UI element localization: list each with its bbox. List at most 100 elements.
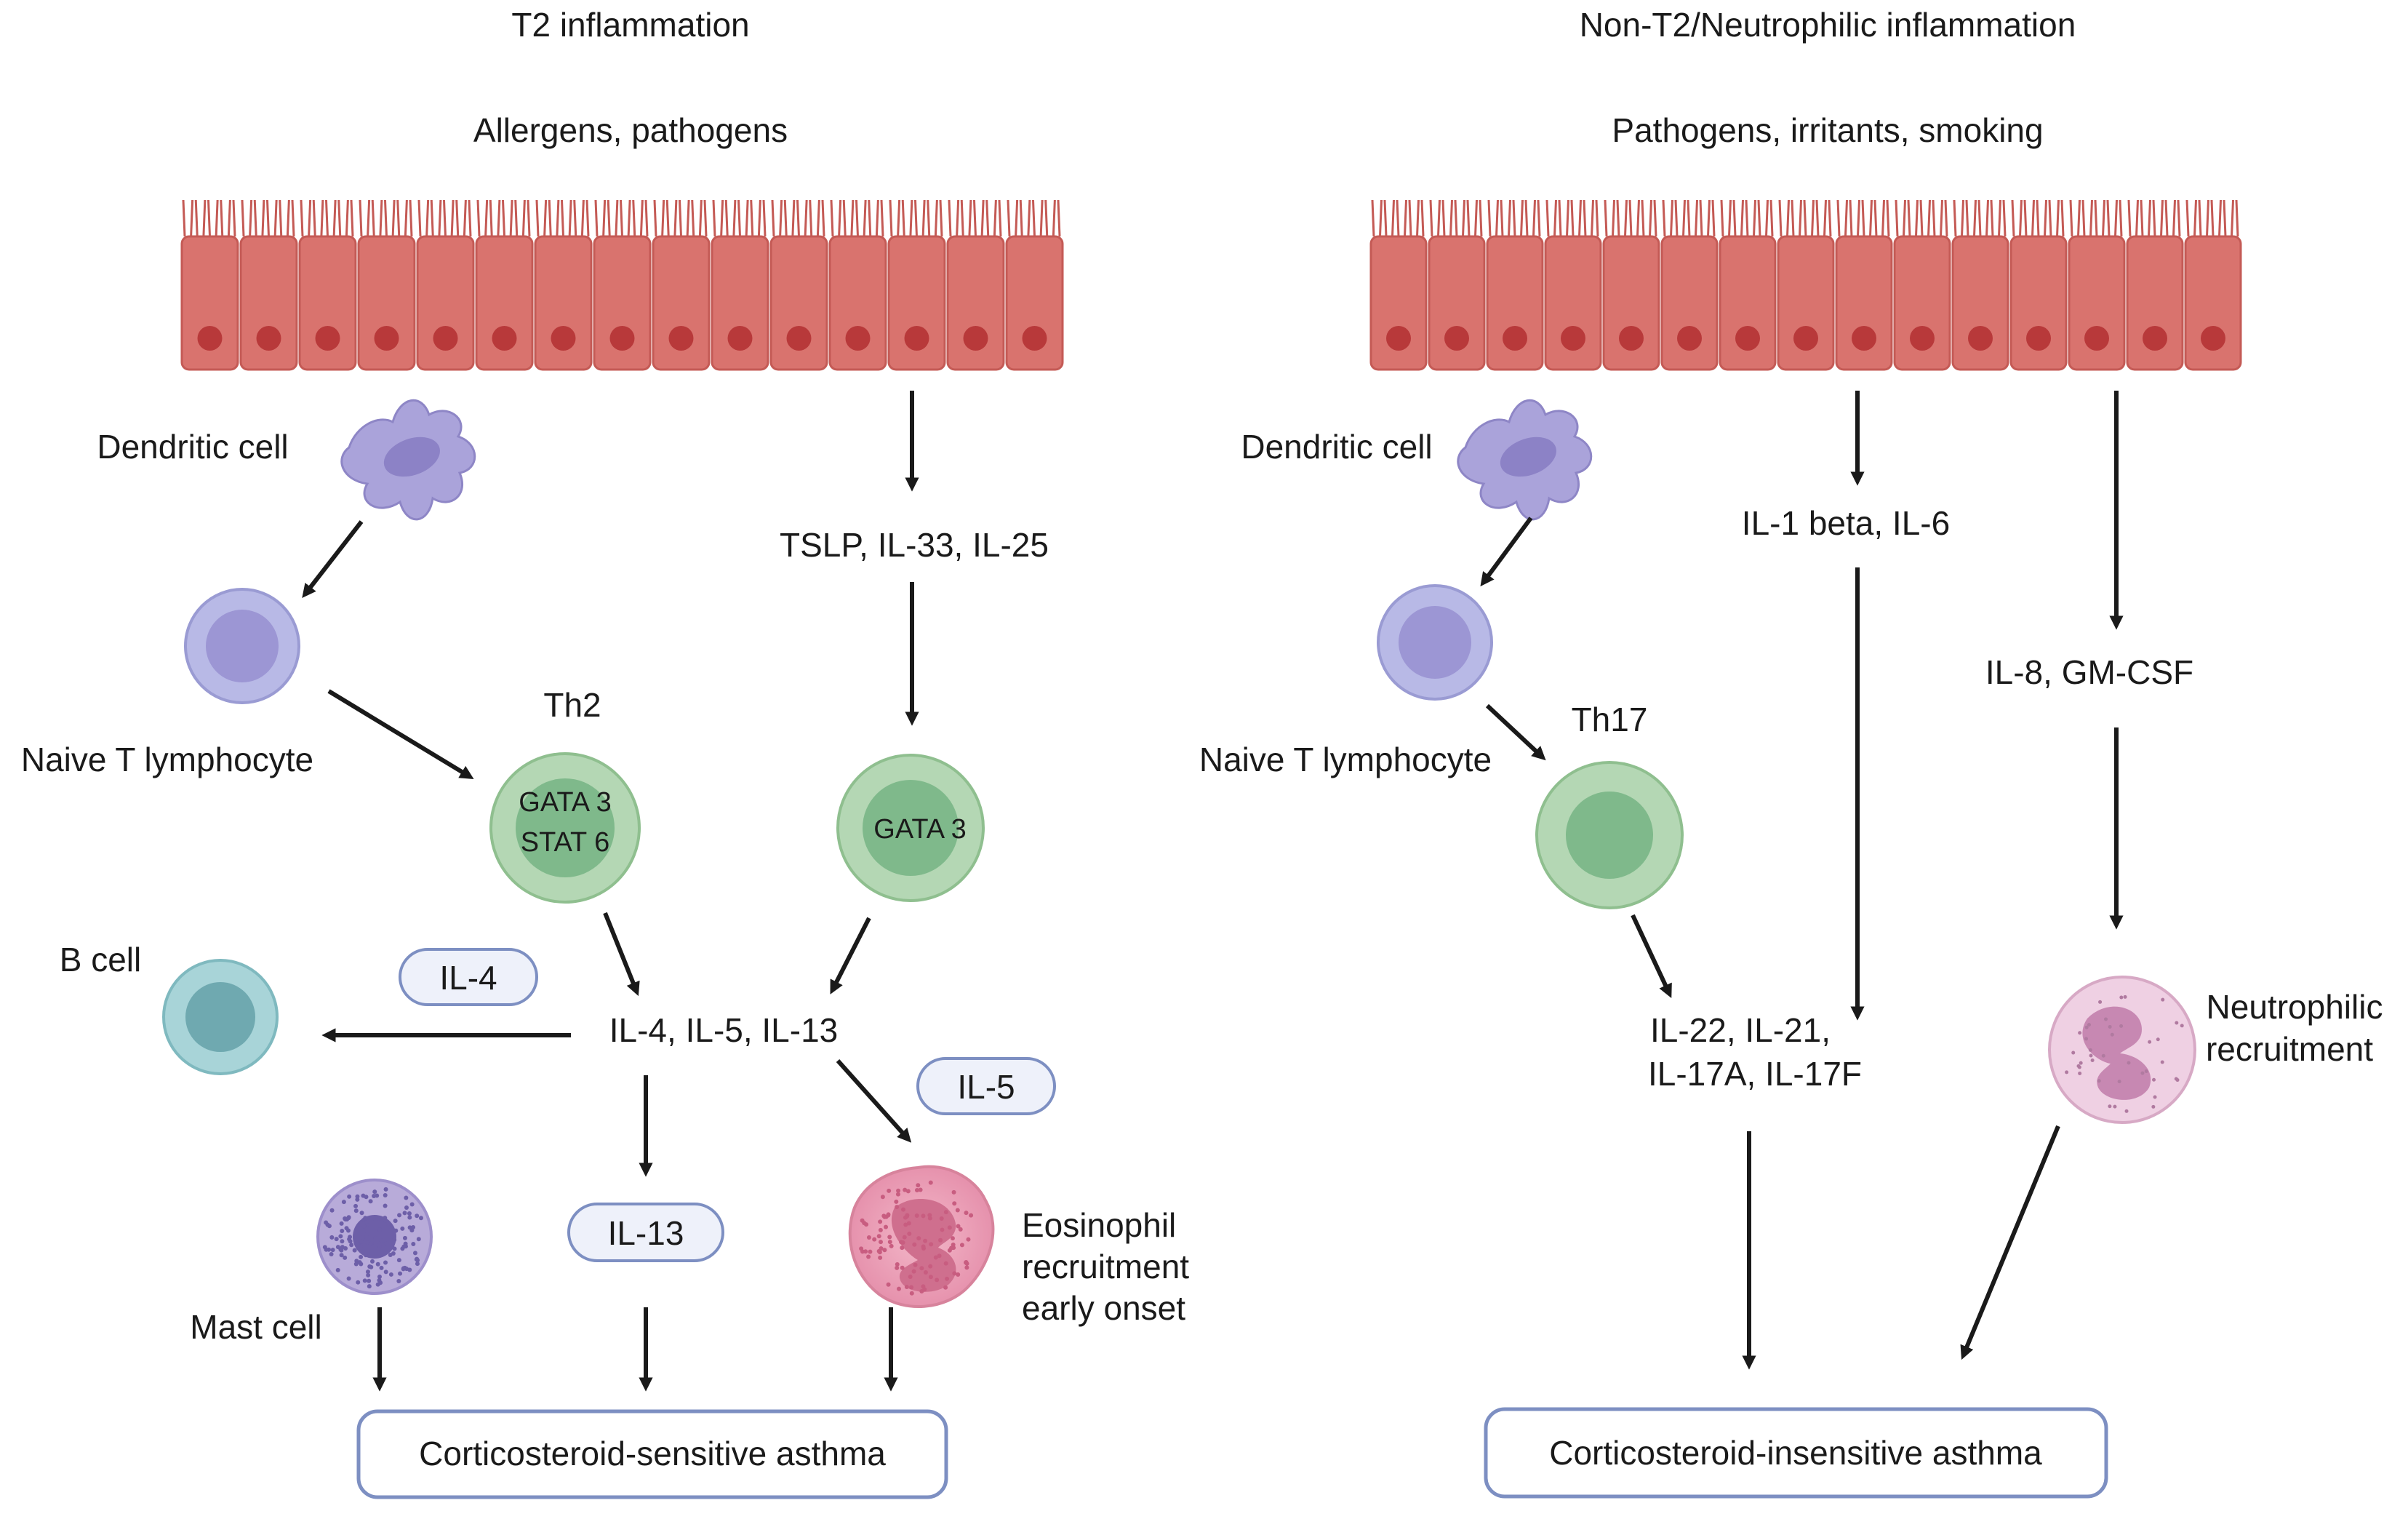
epithelial-cell xyxy=(593,235,652,371)
granule xyxy=(2180,1024,2184,1028)
granule xyxy=(876,1234,881,1239)
granule xyxy=(335,1267,340,1272)
epithelial-cell xyxy=(1835,235,1893,371)
epithelial-cell xyxy=(2126,235,2184,371)
granule xyxy=(2124,1109,2129,1113)
granule xyxy=(909,1291,914,1296)
epithelial-cell xyxy=(1602,235,1660,371)
th2-cell xyxy=(489,752,641,904)
cilium xyxy=(1707,199,1711,237)
epithelial-nucleus xyxy=(492,326,517,351)
epithelium-left xyxy=(180,199,1064,371)
cilium xyxy=(409,199,413,237)
cilium xyxy=(194,199,199,237)
granule xyxy=(411,1224,416,1229)
granule xyxy=(909,1285,914,1290)
cilium xyxy=(1836,199,1841,237)
granule xyxy=(879,1246,884,1251)
cilium xyxy=(2102,199,2105,237)
granule xyxy=(952,1271,957,1276)
cilium xyxy=(1466,199,1471,237)
arrow-dc-to-naive-left xyxy=(302,520,364,599)
granule xyxy=(357,1260,362,1265)
cilium xyxy=(1408,199,1412,237)
cilium xyxy=(724,199,729,237)
cilium xyxy=(779,199,783,237)
granule xyxy=(878,1227,883,1232)
cilium xyxy=(2235,199,2239,237)
epithelial-cell xyxy=(1428,235,1486,371)
cilium xyxy=(1624,199,1628,237)
granule xyxy=(908,1274,913,1279)
cilium xyxy=(1977,199,1982,237)
cilium xyxy=(1653,199,1657,237)
cilium xyxy=(2077,199,2081,237)
epithelial-cell xyxy=(1719,235,1777,371)
epithelial-cell xyxy=(887,235,946,371)
granule xyxy=(2077,1065,2081,1069)
cilium xyxy=(367,199,371,237)
granule xyxy=(907,1231,912,1236)
cilium xyxy=(2081,199,2086,237)
cilium xyxy=(1881,199,1885,237)
epithelial-nucleus xyxy=(609,326,635,351)
naive-t-cell-right xyxy=(1377,584,1493,701)
granule xyxy=(2097,1079,2101,1083)
granule xyxy=(400,1226,405,1231)
cilium xyxy=(1811,199,1815,237)
granule xyxy=(377,1277,382,1283)
granule xyxy=(904,1285,909,1290)
granule xyxy=(878,1255,883,1260)
granule xyxy=(959,1243,964,1248)
granule xyxy=(887,1188,892,1193)
granule xyxy=(905,1213,910,1218)
arrow-neutrophil-to-outcome xyxy=(1960,1125,2060,1360)
granule xyxy=(2144,1069,2148,1073)
granule xyxy=(359,1211,364,1216)
granule xyxy=(393,1219,398,1224)
granule xyxy=(880,1195,885,1200)
cilium xyxy=(1695,199,1698,237)
il13-badge: IL-13 xyxy=(567,1203,724,1262)
granule xyxy=(355,1197,360,1202)
cilium xyxy=(337,199,342,237)
cilium xyxy=(1907,199,1911,237)
cilium xyxy=(691,199,695,237)
il8-gmcsf-label: IL-8, GM-CSF xyxy=(1985,653,2193,691)
epithelial-nucleus xyxy=(1444,326,1469,351)
granule xyxy=(895,1265,900,1270)
cilium xyxy=(1396,199,1400,237)
granule xyxy=(900,1265,905,1270)
granule xyxy=(964,1259,969,1264)
ilc2-tf-gata3: GATA 3 xyxy=(873,814,966,845)
granule xyxy=(2090,1058,2095,1063)
cilium xyxy=(2036,199,2040,237)
cilium xyxy=(1844,199,1848,237)
naive-t-cell-left xyxy=(184,588,300,704)
granule xyxy=(969,1213,974,1218)
granule xyxy=(912,1242,917,1247)
dendritic-cell-right xyxy=(1457,399,1593,521)
granule xyxy=(2065,1070,2069,1075)
cilium xyxy=(273,199,278,237)
epithelial-nucleus xyxy=(315,326,340,351)
cilium xyxy=(737,199,741,237)
cilium xyxy=(745,199,749,237)
cilium xyxy=(1578,199,1582,237)
il1-il6-label: IL-1 beta, IL-6 xyxy=(1742,504,1950,542)
cilium xyxy=(1454,199,1458,237)
epithelial-cell xyxy=(946,235,1005,371)
cilium xyxy=(527,199,531,237)
eosinophil-cell xyxy=(848,1165,995,1308)
il22-label-2: IL-17A, IL-17F xyxy=(1648,1055,1862,1093)
granule xyxy=(335,1245,340,1250)
granule xyxy=(367,1264,372,1269)
ilc2-cell xyxy=(836,754,985,902)
arrows-right xyxy=(1480,391,2124,1370)
cilium xyxy=(1886,199,1890,237)
granule xyxy=(353,1203,359,1208)
granule xyxy=(359,1254,364,1259)
epithelial-nucleus xyxy=(1022,326,1047,351)
epithelial-nucleus xyxy=(963,326,988,351)
granule xyxy=(958,1227,963,1232)
